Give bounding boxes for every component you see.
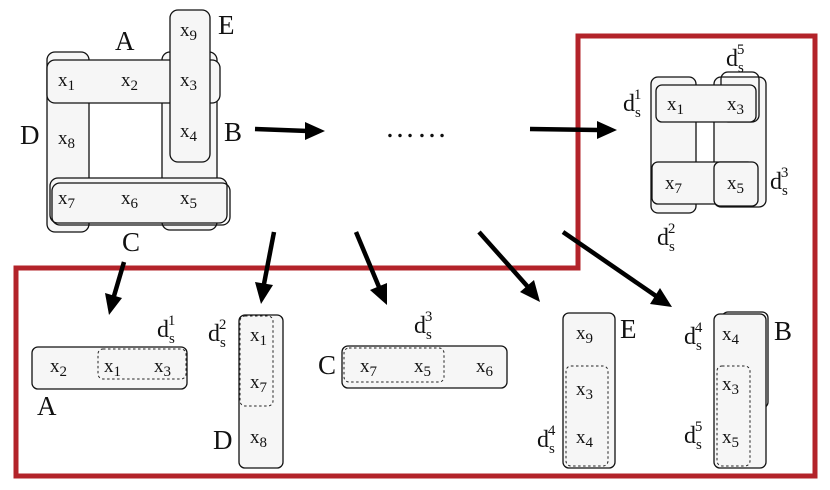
arrow-to-A-head [105, 293, 122, 315]
node-x4: x4 [180, 121, 198, 145]
node-x7: x7 [58, 188, 76, 212]
result-label-ds5: ds5 [726, 42, 744, 76]
edge-A-ds1 [97, 348, 187, 380]
arrow-right-2-head [597, 121, 617, 139]
edge-B-part: x4 x3 x5 B ds4 ds5 [684, 311, 792, 469]
arrow-to-B-head [650, 288, 672, 307]
edge-D-x8: x8 [250, 427, 267, 451]
label-A: A [115, 26, 135, 56]
result-node-x1: x1 [667, 94, 684, 118]
edge-C-box [341, 345, 508, 389]
edge-D-x7: x7 [250, 372, 268, 396]
result-label-ds2: ds2 [657, 221, 675, 255]
edge-E-box [562, 312, 616, 469]
arrow-to-C [353, 231, 382, 288]
edge-C-label: C [318, 350, 336, 380]
edge-A-x2: x2 [50, 356, 67, 380]
arrow-right-1 [254, 126, 309, 134]
result-node-x3: x3 [727, 94, 744, 118]
result-node-x5: x5 [727, 173, 744, 197]
edge-E-label: E [620, 314, 637, 344]
edge-C-ds3 [343, 347, 445, 383]
arrow-to-E [477, 230, 530, 289]
arrow-to-B [561, 230, 658, 298]
edge-E-x3: x3 [576, 379, 593, 403]
node-x1: x1 [58, 70, 75, 94]
label-C: C [122, 227, 140, 257]
edge-D-label: D [213, 425, 233, 455]
node-x9: x9 [180, 20, 197, 44]
edge-B-x4: x4 [722, 324, 740, 348]
node-x2: x2 [121, 70, 138, 94]
edge-B-x5: x5 [722, 427, 739, 451]
edge-A-part: x2 x1 x3 A ds1 [31, 313, 188, 421]
edge-C-x5: x5 [414, 356, 431, 380]
edge-D-box [238, 314, 284, 469]
edge-B-label: B [774, 316, 792, 346]
edge-E-ds4-label: ds4 [537, 423, 556, 457]
highlight-region [13, 33, 818, 479]
node-x8: x8 [58, 128, 75, 152]
edge-C-part: x7 x5 x6 C ds3 [318, 309, 508, 389]
label-E: E [218, 10, 235, 40]
result-label-ds1: ds1 [623, 87, 641, 121]
node-x6: x6 [121, 188, 139, 212]
edge-D-ds2 [239, 315, 274, 407]
edge-A-x3: x3 [154, 356, 171, 380]
result-hypergraph: x1 x3 x7 x5 ds5 ds1 ds3 ds2 [623, 42, 788, 255]
top-flow: …… [254, 111, 617, 144]
result-d3-inner [713, 161, 759, 207]
edge-E-x4: x4 [576, 427, 594, 451]
decomposition-arrows [105, 230, 672, 315]
arrow-right-2 [529, 126, 599, 133]
edge-C-x6: x6 [476, 356, 494, 380]
node-x5: x5 [180, 188, 197, 212]
arrow-to-A [111, 261, 127, 297]
edge-B-ds5-label: ds5 [684, 419, 702, 453]
arrow-to-D [261, 231, 277, 285]
edge-C-ds3-label: ds3 [414, 309, 432, 343]
edge-A-x1: x1 [104, 356, 121, 380]
original-hypergraph: x1 x2 x3 x4 x5 x6 x7 x8 x9 A E B D C [20, 9, 242, 257]
hyperedge-C [49, 177, 228, 224]
edge-D-part: x1 x7 x8 D ds2 [208, 314, 284, 469]
hyperedge-E [169, 9, 211, 163]
node-x3: x3 [180, 70, 197, 94]
result-node-x7: x7 [665, 173, 683, 197]
edge-D-ds2-label: ds2 [208, 317, 226, 351]
result-label-ds3: ds3 [770, 165, 788, 199]
edge-E-ds4 [565, 365, 609, 467]
ellipsis: …… [385, 111, 449, 144]
arrow-to-D-head [255, 282, 273, 304]
hyperedge-C-shadow [51, 182, 231, 226]
edge-B-box [713, 313, 767, 469]
edge-E-x9: x9 [576, 323, 593, 347]
edge-E-part: x9 x3 x4 E ds4 [537, 312, 637, 469]
edge-D-x1: x1 [250, 325, 267, 349]
edge-A-ds1-label: ds1 [157, 313, 175, 347]
edge-B-x3: x3 [722, 374, 739, 398]
edge-B-ds5 [716, 365, 751, 467]
arrow-to-E-head [520, 280, 540, 302]
result-d1 [655, 84, 757, 123]
label-D: D [20, 120, 40, 150]
arrow-to-C-head [370, 283, 387, 305]
edge-A-label: A [37, 391, 57, 421]
edge-B-ds4-label: ds4 [684, 320, 703, 354]
edge-C-x7: x7 [360, 356, 378, 380]
arrow-right-1-head [305, 122, 325, 140]
label-B: B [224, 117, 242, 147]
